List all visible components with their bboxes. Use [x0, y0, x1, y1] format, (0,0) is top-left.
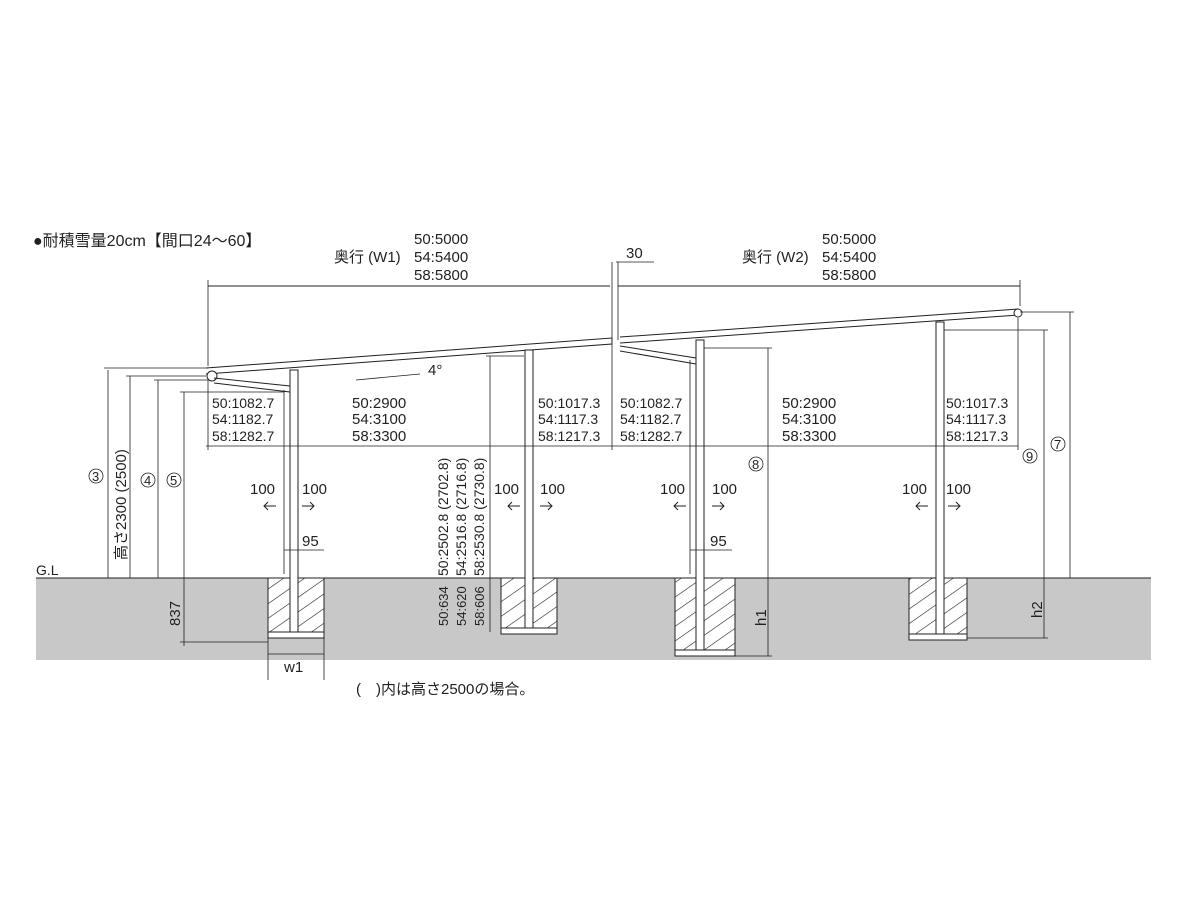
depth-w1-label: 奥行 (W1) [334, 249, 401, 266]
arrow-left-icon [263, 501, 276, 511]
angle-label: 4° [428, 362, 442, 379]
arrow-right-icon [948, 501, 961, 511]
angle-leader [355, 373, 421, 381]
offset-3-right: 100 [712, 481, 737, 498]
gap-95-label-1: 95 [302, 533, 319, 550]
post-2 [524, 349, 534, 635]
diagram-title: ●耐積雪量20cm【間口24〜60】 [33, 232, 261, 250]
overhang-right-2-a: 50:1017.3 [946, 395, 1008, 411]
overhang-right-1-a: 50:1017.3 [538, 395, 600, 411]
post-4 [935, 321, 945, 641]
slab-3 [674, 649, 736, 657]
depth-w2-value-3: 58:5800 [822, 267, 876, 284]
gutter-end-left [206, 370, 218, 382]
offset-3-left: 100 [660, 481, 685, 498]
post-1 [289, 369, 299, 639]
brace-1 [213, 377, 291, 393]
offset-2-left: 100 [494, 481, 519, 498]
arrow-left-icon [507, 501, 520, 511]
height-main-label: 高さ2300 (2500) [113, 449, 130, 560]
span-2-a: 50:2900 [782, 395, 836, 412]
ground-section [36, 578, 1151, 660]
arrow-right-icon [302, 501, 315, 511]
overhang-left-1-c: 58:1282.7 [212, 428, 274, 444]
h2-label: h2 [1029, 601, 1046, 618]
span-1-b: 54:3100 [352, 411, 406, 428]
arrow-icon-group [263, 501, 961, 511]
embed-depth-50: 50:634 [436, 586, 451, 626]
depth-w2-value-1: 50:5000 [822, 231, 876, 248]
slab-1 [267, 631, 325, 639]
arrow-right-icon [712, 501, 725, 511]
gutter-end-right [1013, 308, 1023, 318]
circle-7-icon [1050, 436, 1066, 452]
depth-w1-value-3: 58:5800 [414, 267, 468, 284]
gap-95-label-2: 95 [710, 533, 727, 550]
post-3 [695, 339, 705, 657]
embed-depth-54: 54:620 [454, 586, 469, 626]
roof-beam-1 [205, 337, 613, 375]
span-2-c: 58:3300 [782, 428, 836, 445]
offset-2-right: 100 [540, 481, 565, 498]
post-height-50: 50:2502.8 (2702.8) [435, 458, 451, 576]
ground-label: G.L [36, 562, 59, 578]
span-1-a: 50:2900 [352, 395, 406, 412]
slab-4 [908, 633, 968, 641]
overhang-left-2-a: 50:1082.7 [620, 395, 682, 411]
w1-label: w1 [283, 659, 303, 676]
circle-8-label: 8 [752, 457, 759, 472]
circle-8-icon [748, 456, 764, 472]
depth-w2-label: 奥行 (W2) [742, 249, 809, 266]
overhang-left-1-a: 50:1082.7 [212, 395, 274, 411]
arrow-left-icon [673, 501, 686, 511]
circle-3-icon [88, 468, 104, 484]
footing-3 [674, 577, 736, 657]
circle-7-label: 7 [1054, 437, 1061, 452]
circle-3-label: 3 [92, 469, 99, 484]
depth-w2-value-2: 54:5400 [822, 249, 876, 266]
overhang-right-2-c: 58:1217.3 [946, 428, 1008, 444]
embed-depth-58: 58:606 [472, 586, 487, 626]
offset-4-right: 100 [946, 481, 971, 498]
roof-beam-2 [619, 308, 1019, 344]
brace-2 [619, 345, 697, 365]
overhang-left-1-b: 54:1182.7 [212, 411, 273, 427]
circle-9-label: 9 [1026, 449, 1033, 464]
span-2-b: 54:3100 [782, 411, 836, 428]
h1-label: h1 [753, 609, 770, 626]
offset-1-right: 100 [302, 481, 327, 498]
circle-4-label: 4 [144, 473, 151, 488]
offset-1-left: 100 [250, 481, 275, 498]
span-1-c: 58:3300 [352, 428, 406, 445]
footnote: ( )内は高さ2500の場合。 [356, 681, 534, 698]
circle-5-icon [166, 472, 182, 488]
overhang-right-2-b: 54:1117.3 [946, 411, 1006, 427]
overhang-left-2-b: 54:1182.7 [620, 411, 681, 427]
overhang-left-2-c: 58:1282.7 [620, 428, 682, 444]
overhang-right-1-c: 58:1217.3 [538, 428, 600, 444]
post-height-58: 58:2530.8 (2730.8) [471, 458, 487, 576]
arrow-right-icon [540, 501, 553, 511]
arrow-left-icon [915, 501, 928, 511]
gap-30-label: 30 [626, 245, 643, 262]
dim-837-label: 837 [167, 601, 184, 626]
depth-w1-value-2: 54:5400 [414, 249, 468, 266]
post-height-54: 54:2516.8 (2716.8) [453, 458, 469, 576]
circle-4-icon [140, 472, 156, 488]
offset-4-left: 100 [902, 481, 927, 498]
depth-w1-value-1: 50:5000 [414, 231, 468, 248]
circle-5-label: 5 [170, 473, 177, 488]
overhang-right-1-b: 54:1117.3 [538, 411, 598, 427]
circle-9-icon [1022, 448, 1038, 464]
slab-2 [500, 627, 558, 635]
